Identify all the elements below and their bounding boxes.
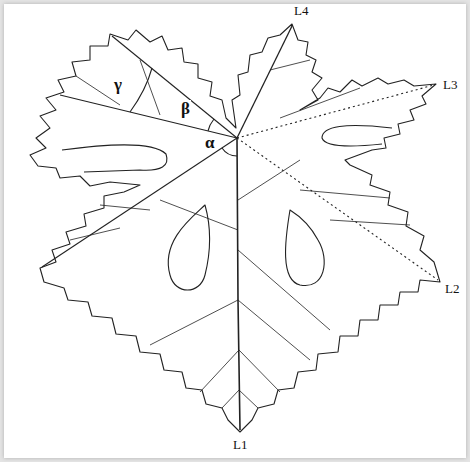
angle-gamma-arc — [130, 68, 152, 112]
leaf-outline — [30, 24, 440, 432]
lobe-label: L1 — [233, 438, 247, 451]
angle-label: β — [180, 100, 191, 117]
vein-left-lower — [42, 138, 237, 267]
sinus-lower-right — [286, 210, 325, 286]
angle-label: α — [204, 134, 216, 151]
lobe-label: L2 — [445, 282, 459, 295]
vein-l3 — [237, 85, 434, 138]
sinus-upper-left — [62, 145, 167, 172]
lobe-label: L3 — [443, 78, 457, 91]
lobe-label: L4 — [294, 4, 308, 17]
side-veins — [70, 60, 410, 408]
vein-top-left — [112, 36, 237, 138]
vein-l2 — [237, 138, 438, 280]
sinus-lower-left — [168, 205, 209, 290]
angle-alpha-arc — [222, 148, 237, 156]
angle-label: γ — [113, 76, 123, 93]
angle-beta-arc — [208, 119, 214, 131]
sinus-upper-right — [322, 126, 392, 146]
vein-l4 — [237, 26, 292, 138]
vein-main — [237, 138, 240, 430]
